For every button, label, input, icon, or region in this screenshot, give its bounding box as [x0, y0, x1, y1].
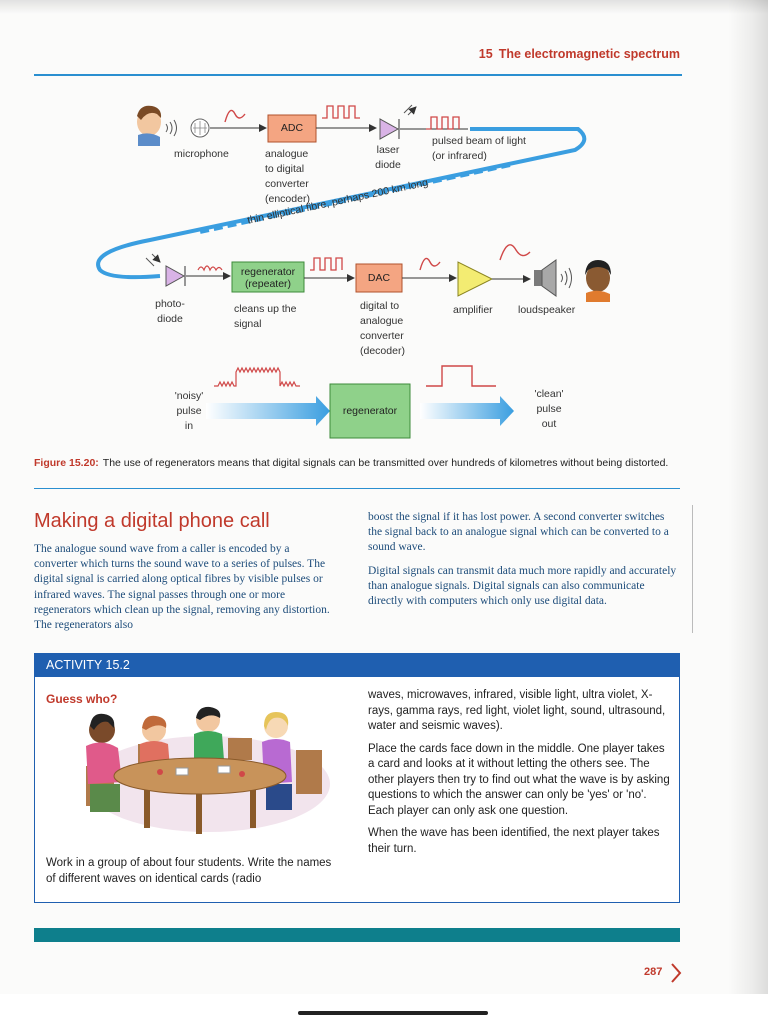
column-edge-rule: [692, 505, 693, 633]
label-microphone: microphone: [174, 148, 229, 160]
label-loudspeaker: loudspeaker: [518, 304, 576, 316]
body-paragraph-1-continued: boost the signal if it has lost power. A…: [368, 511, 669, 554]
microphone-icon: [190, 118, 210, 138]
activity-paragraph-1: Work in a group of about four students. …: [46, 857, 332, 885]
digital-pulse-1: [322, 105, 360, 119]
label-clean-pulse: 'clean' pulse out: [534, 388, 564, 430]
footer-bar: [34, 928, 680, 942]
optical-fibre: [96, 127, 587, 280]
chapter-title: The electromagnetic spectrum: [498, 47, 680, 61]
analogue-wave-1: [224, 109, 246, 123]
page-number: 287: [644, 966, 663, 978]
label-pulsed-beam: pulsed beam of light (or infrared): [432, 135, 526, 162]
chapter-header: 15 The electromagnetic spectrum: [479, 47, 680, 61]
digital-pulse-3: [310, 257, 343, 271]
activity-paragraph-2: Place the cards face down in the middle.…: [368, 742, 670, 817]
noisy-pulse-arrow: [206, 396, 330, 426]
body-paragraph-2: Digital signals can transmit data much m…: [368, 564, 677, 608]
label-amplifier: amplifier: [453, 304, 493, 316]
laser-diode-icon: [379, 105, 416, 140]
activity-paragraph-1-continued: waves, microwaves, infrared, visible lig…: [368, 689, 666, 732]
students-at-table-illustration: [86, 706, 330, 834]
body-column-right: boost the signal if it has lost power. A…: [368, 510, 680, 617]
section-title: Making a digital phone call: [34, 510, 270, 532]
page-spine-shadow: [728, 0, 768, 1000]
scan-bottom-margin: [0, 994, 768, 1024]
activity-subtitle: Guess who?: [46, 692, 118, 706]
loudspeaker-icon: [534, 259, 572, 297]
label-regenerator-description: cleans up the signal: [234, 303, 297, 330]
noisy-wave: [197, 265, 223, 272]
page-top-shadow: [0, 0, 768, 14]
figure-number: Figure 15.20:: [34, 457, 99, 469]
activity-paragraph-3: When the wave has been identified, the n…: [368, 827, 660, 855]
noisy-pulse-graphic: [214, 366, 300, 388]
chapter-number: 15: [478, 47, 493, 61]
clean-pulse-arrow: [420, 396, 514, 426]
label-laser-diode: laser diode: [375, 144, 401, 171]
activity-title: ACTIVITY 15.2: [46, 658, 130, 672]
activity-instructions-right: waves, microwaves, infrared, visible lig…: [368, 688, 670, 864]
caption-rule: [34, 488, 680, 489]
textbook-page: 15 The electromagnetic spectrum: [0, 0, 768, 1000]
digital-pulse-2: [426, 116, 460, 130]
regenerator-repeater-box: [231, 261, 305, 293]
fibre-dashes: [199, 163, 511, 234]
regenerator-repeater-label: regenerator (repeater): [240, 266, 296, 290]
analogue-wave-3: [499, 244, 531, 261]
next-page-chevron-icon: [671, 963, 682, 983]
analogue-wave-2: [419, 257, 441, 271]
label-dac-description: digital to analogue converter (decoder): [360, 300, 405, 357]
label-adc-description: analogue to digital converter (encoder): [265, 148, 310, 205]
body-paragraph-1: The analogue sound wave from a caller is…: [34, 543, 330, 632]
caller-icon: [137, 105, 162, 146]
figure-caption-text: The use of regenerators means that digit…: [102, 457, 669, 469]
label-noisy-pulse: 'noisy' pulse in: [174, 390, 204, 432]
header-rule: [34, 74, 682, 76]
listener-icon: [585, 260, 611, 302]
digital-phone-diagram: [96, 0, 611, 439]
clean-pulse-graphic: [426, 365, 496, 387]
label-photodiode: photo- diode: [155, 298, 185, 325]
figure-caption: Figure 15.20:The use of regenerators mea…: [34, 455, 674, 471]
photodiode-icon: [145, 253, 186, 287]
amplifier-icon: [457, 261, 494, 297]
regenerator-center-label: regenerator: [342, 405, 398, 417]
adc-box-label: ADC: [280, 122, 304, 134]
scan-bottom-line: [298, 1011, 488, 1015]
caller-sound-waves: [165, 119, 177, 137]
activity-header-bar: [34, 653, 680, 677]
dac-box-label: DAC: [367, 272, 391, 284]
regenerator-center-box: [329, 383, 411, 439]
activity-instructions-left: Work in a group of about four students. …: [46, 856, 344, 894]
body-column-left: The analogue sound wave from a caller is…: [34, 542, 334, 641]
